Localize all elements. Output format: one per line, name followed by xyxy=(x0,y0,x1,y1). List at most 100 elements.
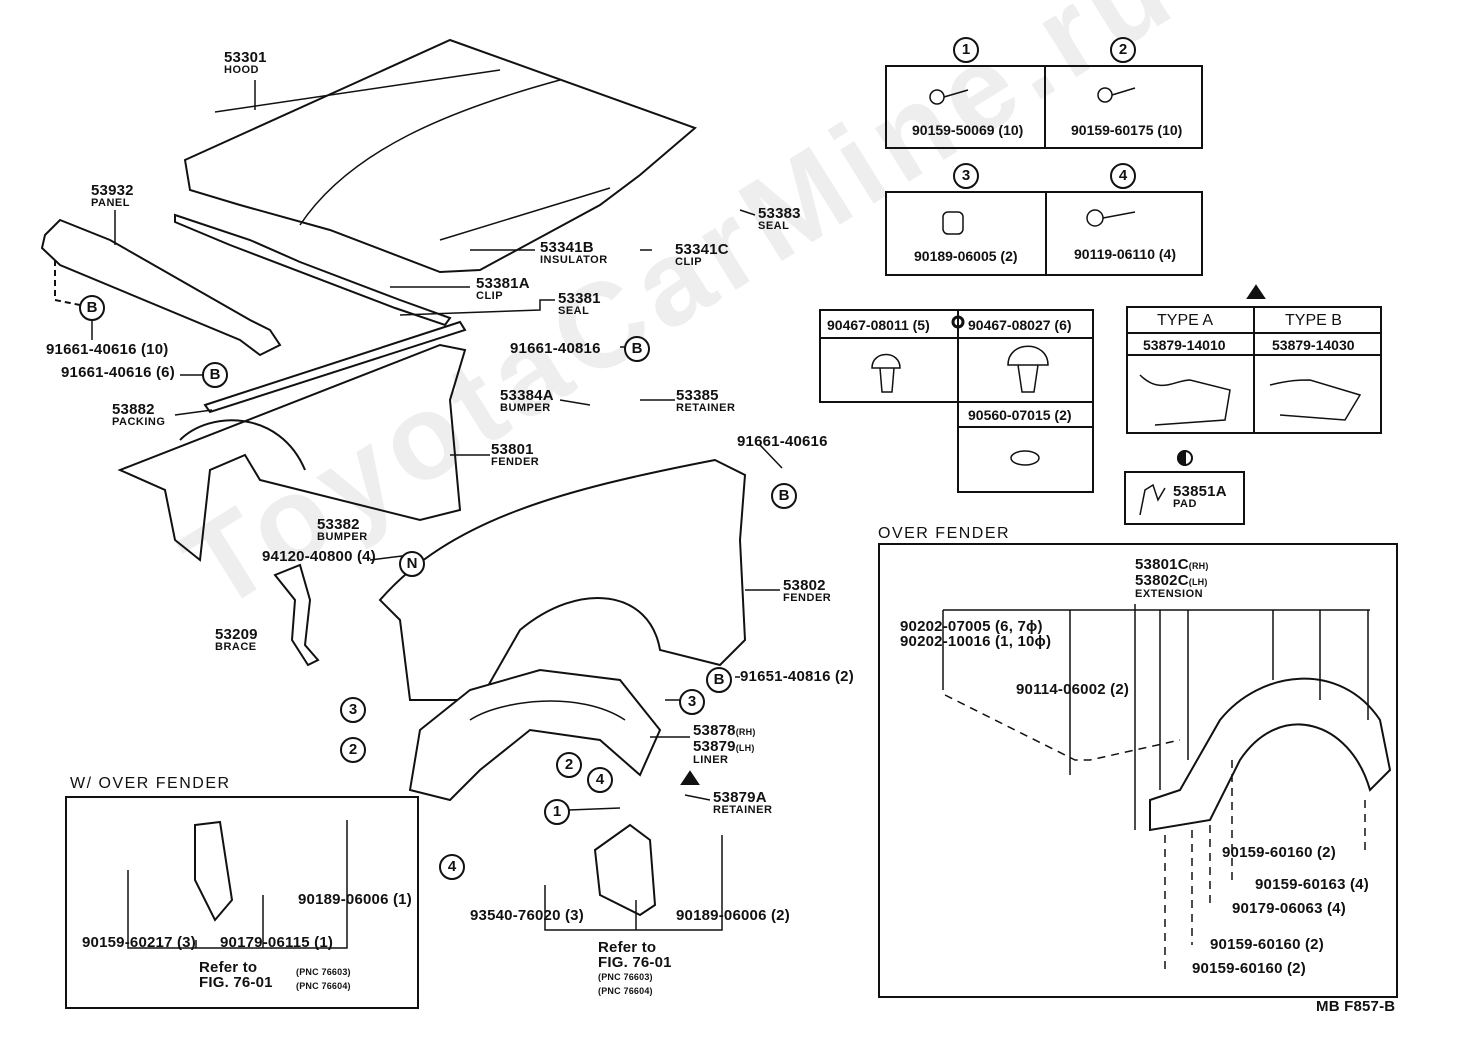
refer-pnc: (PNC 76604) xyxy=(598,986,653,996)
hood-part xyxy=(183,38,697,274)
refer-figure[interactable]: FIG. 76-01 xyxy=(598,954,672,971)
part-name: EXTENSION xyxy=(1135,588,1204,600)
part-name: CLIP xyxy=(476,290,504,302)
w-over-fender-title: W/ OVER FENDER xyxy=(70,775,231,792)
part-number: 53381A xyxy=(476,275,530,292)
extension-label: 53801C(RH) 53802C(LH) EXTENSION xyxy=(1135,557,1209,600)
part-number: 53341B xyxy=(540,239,594,256)
side-rh: (RH) xyxy=(1188,561,1209,571)
part-name: SEAL xyxy=(558,305,590,317)
part-name: FENDER xyxy=(783,592,832,604)
mudguard-small-part xyxy=(194,820,234,922)
part-number: 53801C xyxy=(1135,556,1189,573)
clip-cell-1: 90467-08011 (5) xyxy=(827,317,930,333)
symbol-b: B xyxy=(79,295,105,321)
fastener-cell-4: 90119-06110 (4) xyxy=(1074,246,1176,262)
figure-code: MB F857-B xyxy=(1316,998,1396,1015)
clip-cell-2: 90467-08027 (6) xyxy=(968,317,1072,333)
symbol-3: 3 xyxy=(679,689,705,715)
part-name: INSULATOR xyxy=(540,254,608,266)
part-number: 53879A xyxy=(713,789,767,806)
part-number: 53209 xyxy=(215,626,258,643)
table-symbol-4: 4 xyxy=(1110,163,1136,189)
nut-94120-label: 94120-40800 (4) xyxy=(262,548,376,565)
refer-fig-main: Refer to FIG. 76-01 (PNC 76603) (PNC 766… xyxy=(598,940,672,998)
liner-part xyxy=(408,668,662,802)
part-number: 53341C xyxy=(675,241,729,258)
type-a-pn: 53879-14010 xyxy=(1143,337,1226,353)
of-f5-label: 90159-60160 (2) xyxy=(1192,960,1306,977)
wof-nut-label: 90189-06006 (1) xyxy=(298,891,412,908)
mudguard-part xyxy=(593,823,657,917)
part-number: 53382 xyxy=(317,516,360,533)
part-name: SEAL xyxy=(758,220,790,232)
part-number: 53851A xyxy=(1173,483,1227,500)
fender-lh-part xyxy=(378,458,747,701)
symbol-4: 4 xyxy=(439,854,465,880)
of-f2-label: 90159-60163 (4) xyxy=(1255,876,1369,893)
part-name: HOOD xyxy=(224,64,259,76)
part-number: 53802C xyxy=(1135,572,1189,589)
fastener-cell-1: 90159-50069 (10) xyxy=(912,122,1024,138)
symbol-b: B xyxy=(624,336,650,362)
symbol-4: 4 xyxy=(587,767,613,793)
type-a-header: TYPE A xyxy=(1157,312,1214,329)
refer-pnc: (PNC 76603) xyxy=(296,967,351,977)
part-name: LINER xyxy=(693,754,729,766)
mud-nut-label: 90189-06006 (2) xyxy=(676,907,790,924)
part-name: PAD xyxy=(1173,498,1197,510)
symbol-1: 1 xyxy=(544,799,570,825)
refer-text: Refer to xyxy=(199,959,258,976)
of-clip1-label: 90202-07005 (6, 7ϕ) xyxy=(900,618,1043,635)
of-f1-label: 90159-60160 (2) xyxy=(1222,844,1336,861)
of-f3-label: 90179-06063 (4) xyxy=(1232,900,1346,917)
side-lh: (LH) xyxy=(735,743,755,753)
of-screw-label: 90114-06002 (2) xyxy=(1016,681,1130,698)
side-rh: (RH) xyxy=(735,727,756,737)
fastener-cell-3: 90189-06005 (2) xyxy=(914,248,1018,264)
part-name: RETAINER xyxy=(713,804,773,816)
over-fender-extension-part xyxy=(1149,677,1392,832)
of-clip2-label: 90202-10016 (1, 10ϕ) xyxy=(900,633,1052,650)
table-symbol-2: 2 xyxy=(1110,37,1136,63)
panel-part xyxy=(40,218,282,357)
part-number: 53801 xyxy=(491,441,534,458)
part-number: 53381 xyxy=(558,290,601,307)
type-b-pn: 53879-14030 xyxy=(1272,337,1355,353)
mud-screw-label: 93540-76020 (3) xyxy=(470,907,584,924)
wof-screw-label: 90159-60217 (3) xyxy=(82,934,196,951)
part-name: CLIP xyxy=(675,256,703,268)
refer-figure[interactable]: FIG. 76-01 xyxy=(199,974,273,991)
type-b-header: TYPE B xyxy=(1285,312,1342,329)
part-name: PACKING xyxy=(112,416,166,428)
refer-text: Refer to xyxy=(598,939,657,956)
part-number: 53879 xyxy=(693,738,736,755)
bolt-packing-label: 91661-40616 (6) xyxy=(61,364,175,381)
refer-fig-wof: Refer to FIG. 76-01 xyxy=(199,960,273,990)
part-number: 53383 xyxy=(758,205,801,222)
refer-pnc: (PNC 76603) xyxy=(598,972,653,982)
part-number: 53384A xyxy=(500,387,554,404)
symbol-b: B xyxy=(706,667,732,693)
part-name: BUMPER xyxy=(317,531,368,543)
fastener-cell-2: 90159-60175 (10) xyxy=(1071,122,1183,138)
table-symbol-3: 3 xyxy=(953,163,979,189)
side-lh: (LH) xyxy=(1188,577,1208,587)
part-number: 53385 xyxy=(676,387,719,404)
table-symbol-1: 1 xyxy=(953,37,979,63)
